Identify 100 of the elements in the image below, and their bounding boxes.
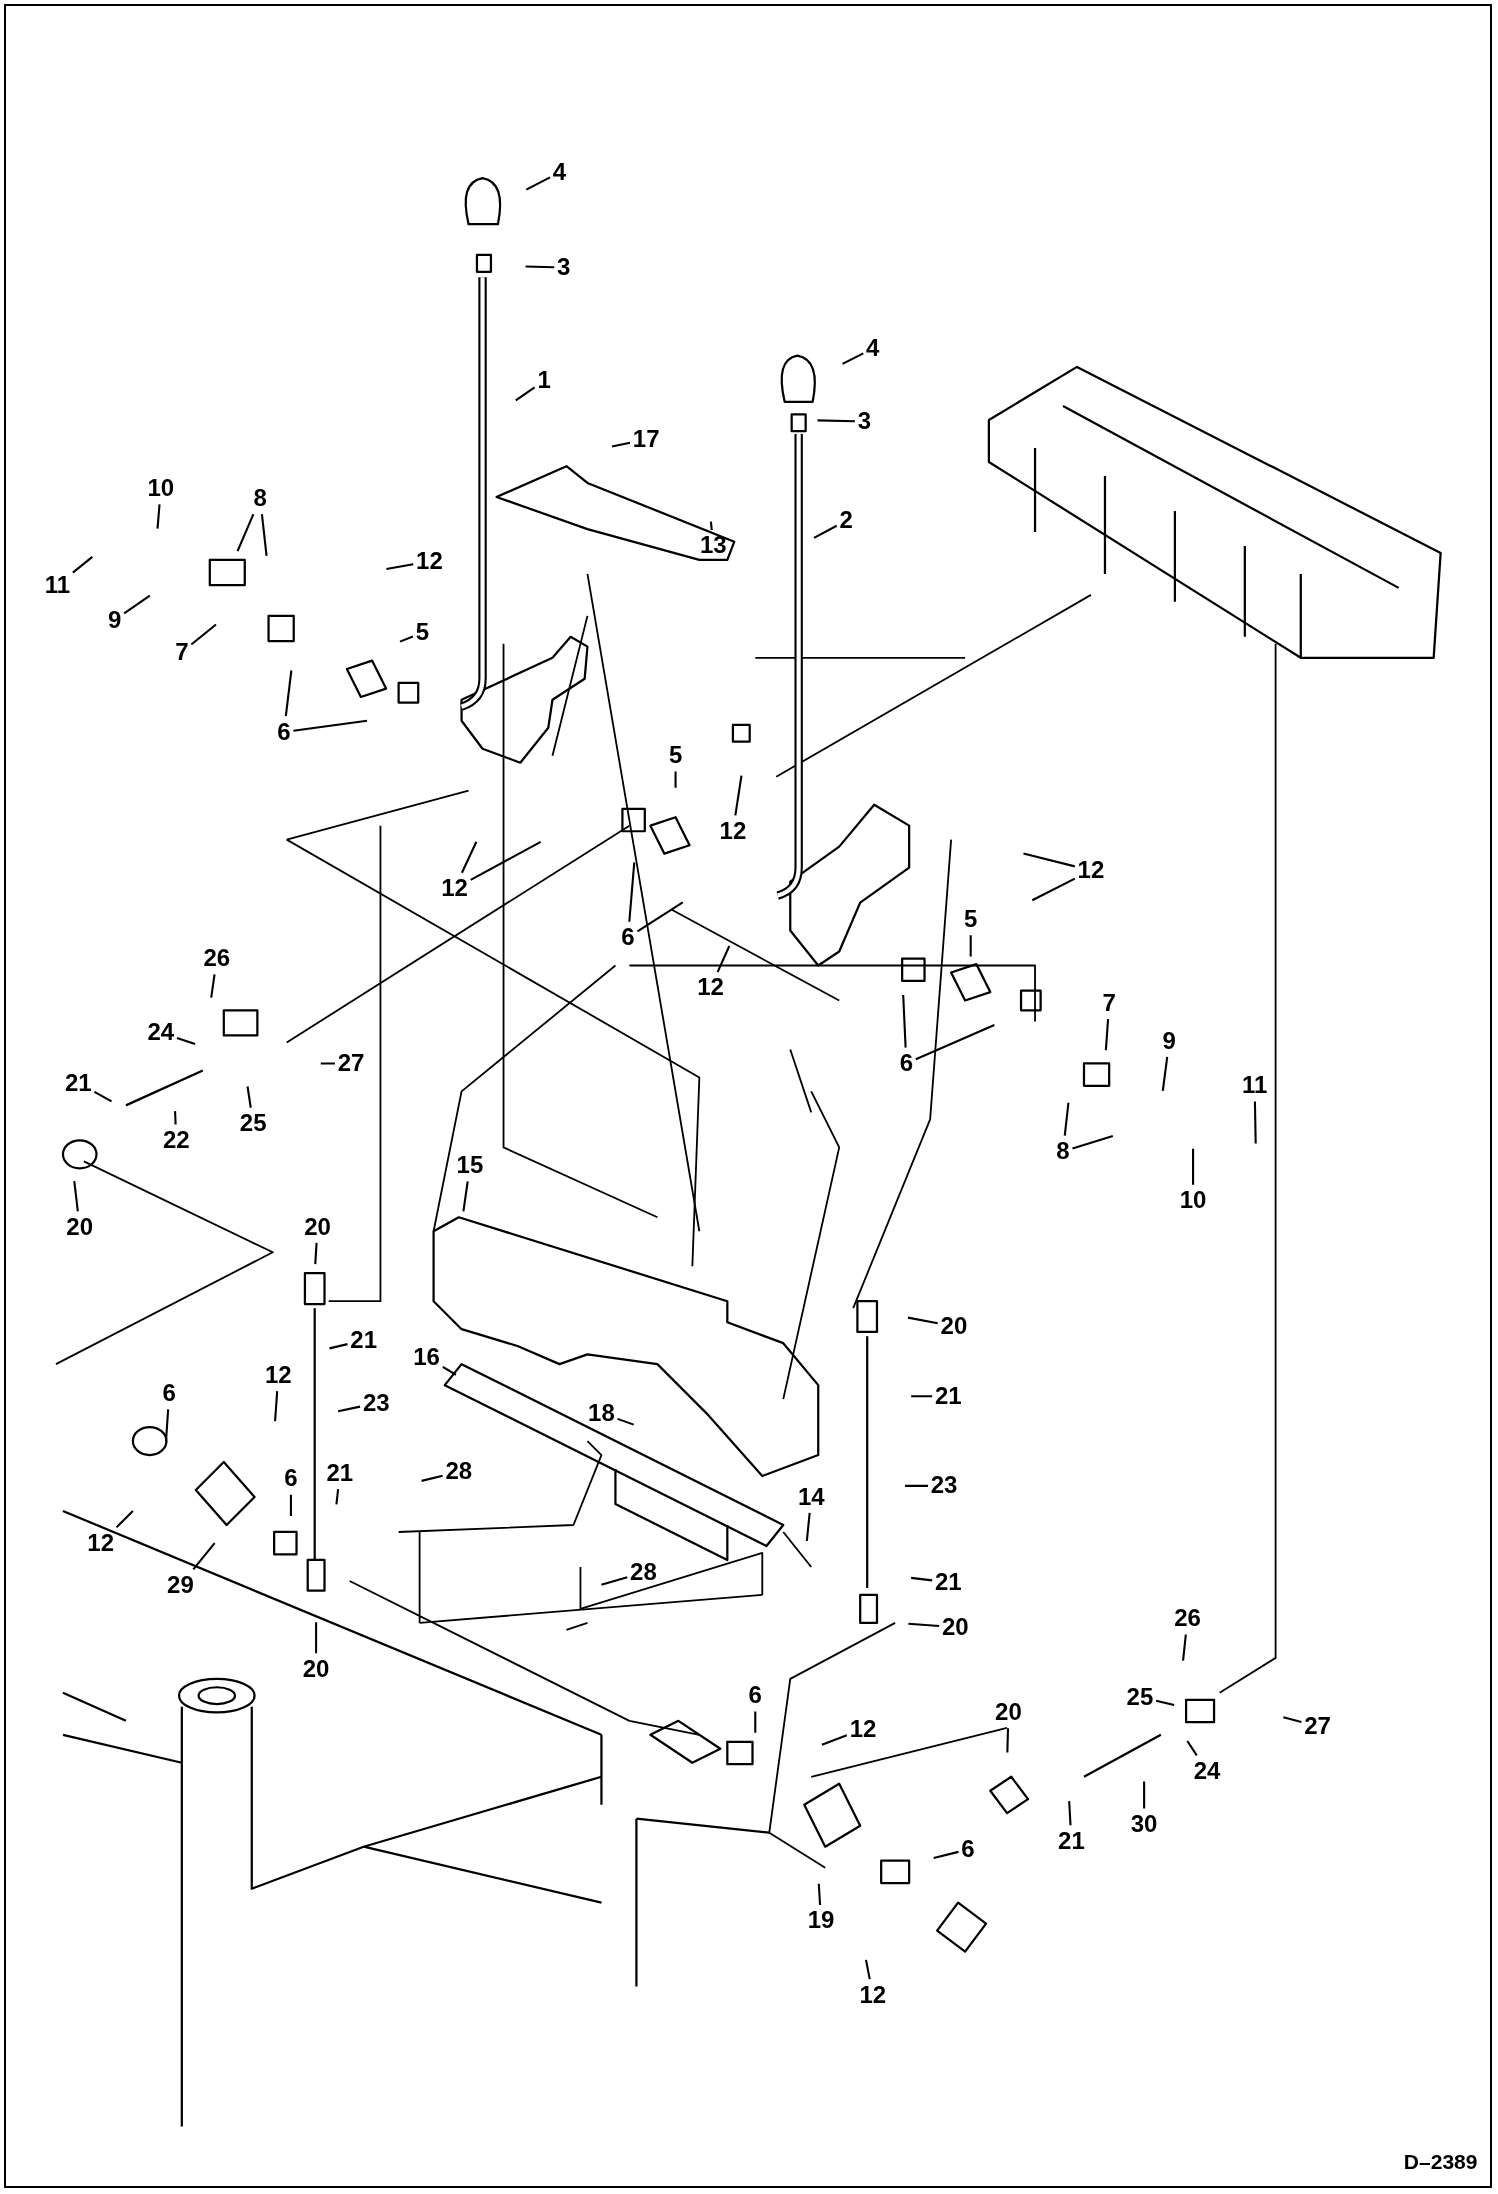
callout-number: 7	[175, 638, 189, 665]
callout-number: 11	[1241, 1072, 1268, 1099]
callout-number: 4	[552, 159, 567, 186]
leader-line	[293, 719, 368, 732]
callout-number: 1	[537, 367, 551, 394]
leader-line	[864, 1959, 871, 1980]
leader-line	[460, 841, 478, 874]
leader-line	[470, 841, 542, 881]
callout-number: 25	[1126, 1683, 1154, 1710]
callout-number: 9	[1162, 1027, 1176, 1054]
leader-line	[636, 901, 684, 933]
leader-line	[821, 1734, 848, 1746]
callout-number: 25	[239, 1110, 267, 1137]
callout-number: 20	[302, 1655, 330, 1682]
callout-number: 12	[416, 547, 443, 574]
callout-number: 11	[44, 571, 71, 598]
leader-line	[289, 1494, 292, 1516]
callout-number: 6	[277, 718, 291, 745]
callout-number: 26	[1174, 1605, 1201, 1632]
leader-line	[1161, 1056, 1169, 1091]
leader-line	[1253, 1101, 1257, 1144]
callout-number: 28	[445, 1458, 473, 1485]
leader-line	[817, 1883, 822, 1906]
leader-line	[611, 441, 631, 448]
leader-line	[601, 1576, 628, 1586]
callout-number: 6	[621, 924, 635, 951]
leader-line	[93, 1091, 113, 1103]
callout-number: 21	[326, 1459, 354, 1486]
leader-line	[1192, 1148, 1195, 1185]
callout-number: 19	[807, 1907, 835, 1934]
callout-number: 10	[147, 475, 175, 502]
callout-number: 6	[961, 1836, 975, 1863]
leader-line	[442, 1365, 457, 1376]
callout-number: 27	[1304, 1713, 1331, 1739]
callout-number: 20	[940, 1312, 968, 1339]
leader-line	[617, 1417, 635, 1426]
leader-line	[515, 386, 536, 402]
leader-line	[525, 265, 555, 269]
leader-line	[911, 1395, 933, 1398]
callout-number: 12	[87, 1529, 115, 1556]
leader-line	[329, 1343, 348, 1350]
callout-number: 9	[108, 606, 122, 633]
callout-number: 7	[1102, 989, 1116, 1016]
leader-line	[1023, 852, 1076, 868]
callout-number: 15	[456, 1152, 484, 1179]
leader-line	[462, 1181, 469, 1212]
callout-number: 24	[147, 1019, 175, 1046]
callout-number: 12	[719, 817, 747, 844]
leader-line	[123, 594, 151, 615]
leader-line	[1104, 1019, 1110, 1051]
callout-number: 21	[1058, 1827, 1085, 1854]
leader-line	[156, 504, 161, 529]
leader-line	[1283, 1716, 1302, 1724]
callout-number: 21	[934, 1382, 962, 1409]
callout-number: 3	[557, 254, 571, 281]
leader-line	[421, 1474, 443, 1482]
leader-line	[907, 1316, 938, 1325]
callout-number: 14	[797, 1483, 825, 1510]
callout-number: 8	[1056, 1138, 1070, 1165]
leader-line	[674, 771, 677, 788]
callout-number: 27	[337, 1050, 365, 1076]
callout-number: 13	[700, 532, 727, 559]
leader-line	[817, 419, 855, 423]
leader-line	[320, 1062, 335, 1065]
leader-line	[902, 995, 907, 1048]
leader-line	[1143, 1781, 1146, 1809]
callout-number: 20	[304, 1213, 331, 1240]
callout-number: 17	[632, 426, 660, 453]
leader-line	[813, 524, 838, 539]
leader-line	[337, 1405, 361, 1413]
callout-number: 21	[64, 1069, 92, 1096]
leader-line	[73, 1181, 79, 1212]
callout-number: 5	[415, 619, 430, 646]
callout-number: 23	[362, 1389, 390, 1416]
leader-line	[210, 974, 216, 998]
callout-number: 20	[941, 1613, 969, 1640]
leader-line	[274, 1391, 279, 1422]
leader-line	[908, 1622, 940, 1627]
leader-line	[1063, 1102, 1070, 1136]
callout-number: 6	[748, 1682, 762, 1709]
leader-line	[842, 352, 864, 365]
leader-line	[174, 1111, 177, 1125]
callout-number: 21	[350, 1326, 377, 1353]
leader-line	[628, 862, 636, 922]
leader-line	[335, 1488, 340, 1505]
leader-line	[115, 1510, 134, 1529]
leader-line	[192, 1542, 216, 1570]
callout-number: 12	[849, 1715, 877, 1742]
leader-line	[905, 1484, 928, 1487]
leader-line	[1068, 1801, 1072, 1826]
callout-number: 26	[203, 945, 231, 972]
callout-number: 12	[1077, 857, 1105, 883]
leader-line	[399, 635, 414, 643]
leader-line	[716, 945, 731, 973]
leader-line	[386, 563, 414, 571]
callout-number: 6	[899, 1050, 913, 1076]
callout-number: 20	[66, 1213, 94, 1240]
callout-number: 16	[413, 1343, 440, 1370]
callout-number: 23	[930, 1472, 958, 1499]
callout-number: 12	[441, 875, 468, 902]
